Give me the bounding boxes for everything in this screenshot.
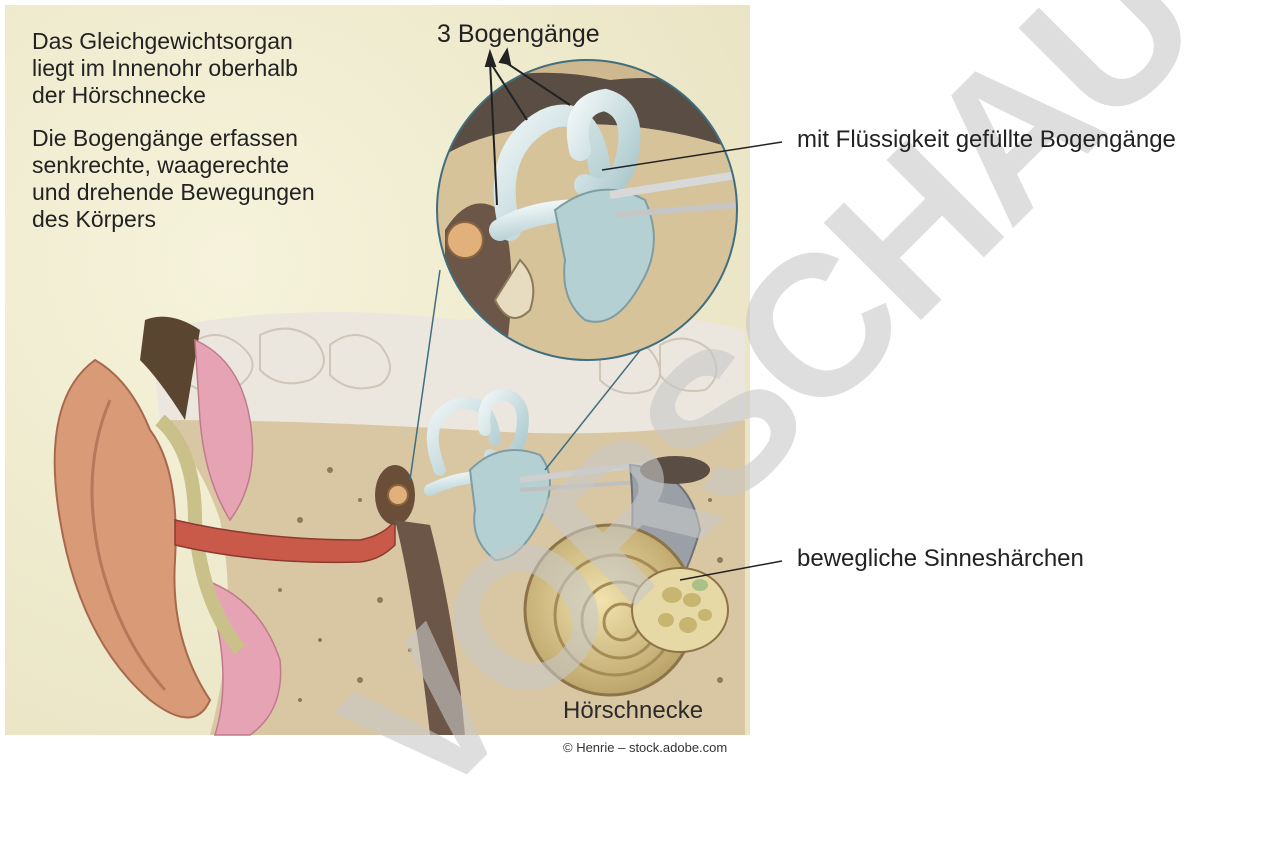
label-cochlea: Hörschnecke [563,697,703,725]
magnified-view [437,60,737,360]
image-credit: © Henrie – stock.adobe.com [563,740,727,755]
intro-paragraph-2: Die Bogengänge erfassen senkrechte, waag… [32,125,412,233]
cochlea-cross-section [632,568,728,652]
label-fluid-canals: mit Flüssigkeit gefüllte Bogengänge [797,126,1176,154]
intro-paragraph-1: Das Gleichgewichtsorgan liegt im Innenoh… [32,28,412,109]
label-semicircular-canals: 3 Bogengänge [437,20,600,49]
label-sensory-hairs: bewegliche Sinneshärchen [797,545,1084,573]
intro-text: Das Gleichgewichtsorgan liegt im Innenoh… [32,28,412,249]
